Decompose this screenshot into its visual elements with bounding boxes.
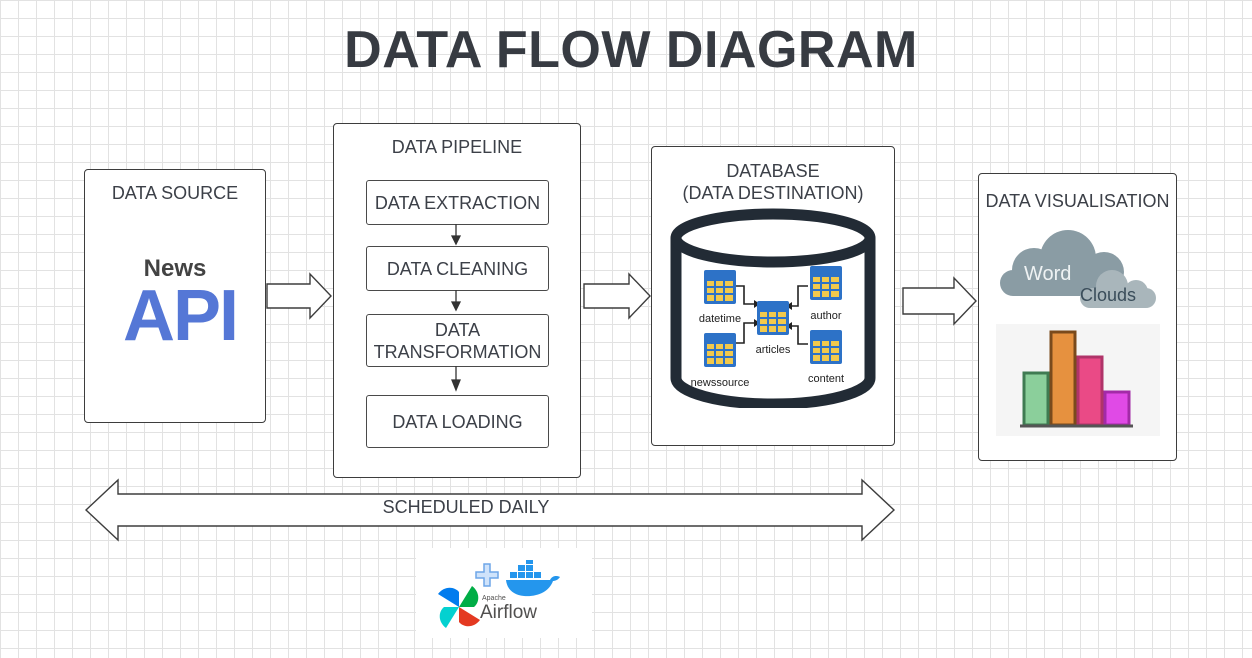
data-source-title: DATA SOURCE	[111, 183, 239, 203]
news-api-logo: API	[123, 282, 239, 348]
step-data-loading: DATA LOADING	[366, 395, 549, 448]
docker-whale-icon	[506, 560, 560, 597]
word-cloud-text-1: Word	[1024, 263, 1071, 285]
news-api-logo-top: News	[143, 255, 207, 282]
page-title: DATA FLOW DIAGRAM	[344, 21, 918, 79]
table-icon-content	[810, 330, 842, 364]
flow-arrow-source-to-pipeline	[266, 272, 332, 320]
word-cloud-text-2: Clouds	[1080, 285, 1136, 305]
data-source-panel: DATA SOURCE	[84, 169, 266, 423]
pipeline-arrows	[450, 224, 462, 392]
airflow-wordmark: Apache Airflow	[480, 595, 537, 623]
database-title-line2: (DATA DESTINATION)	[682, 183, 864, 203]
step-data-extraction: DATA EXTRACTION	[366, 180, 549, 225]
scheduled-daily-label: SCHEDULED DAILY	[382, 497, 550, 517]
bar-chart-icon	[996, 324, 1160, 436]
database-title-line1: DATABASE	[726, 161, 820, 181]
flow-arrow-database-to-visualisation	[902, 276, 977, 326]
table-label-author: author	[810, 310, 842, 322]
news-api-logo-bottom: API	[123, 282, 237, 348]
airflow-name-text: Airflow	[480, 602, 537, 623]
airflow-logo	[438, 586, 480, 628]
plus-icon	[475, 563, 499, 587]
data-visualisation-title: DATA VISUALISATION	[985, 191, 1170, 211]
flow-arrow-pipeline-to-database	[583, 272, 651, 320]
table-label-articles: articles	[755, 344, 791, 356]
table-icon-author	[810, 266, 842, 300]
table-label-content: content	[807, 373, 845, 385]
step-data-transformation: DATA TRANSFORMATION	[366, 314, 549, 367]
data-pipeline-panel: DATA PIPELINE DATA EXTRACTION DATA CLEAN…	[333, 123, 581, 478]
data-pipeline-title: DATA PIPELINE	[391, 137, 523, 157]
airflow-small-text: Apache	[482, 595, 506, 602]
table-label-datetime: datetime	[698, 313, 742, 325]
step-data-cleaning: DATA CLEANING	[366, 246, 549, 291]
table-icon-datetime	[704, 270, 736, 304]
table-label-newssource: newssource	[690, 377, 750, 389]
scheduled-daily-arrow	[84, 478, 896, 542]
word-cloud-icon: Word Clouds	[1000, 230, 1156, 308]
table-icon-newssource	[704, 333, 736, 367]
table-icon-articles	[757, 301, 789, 335]
